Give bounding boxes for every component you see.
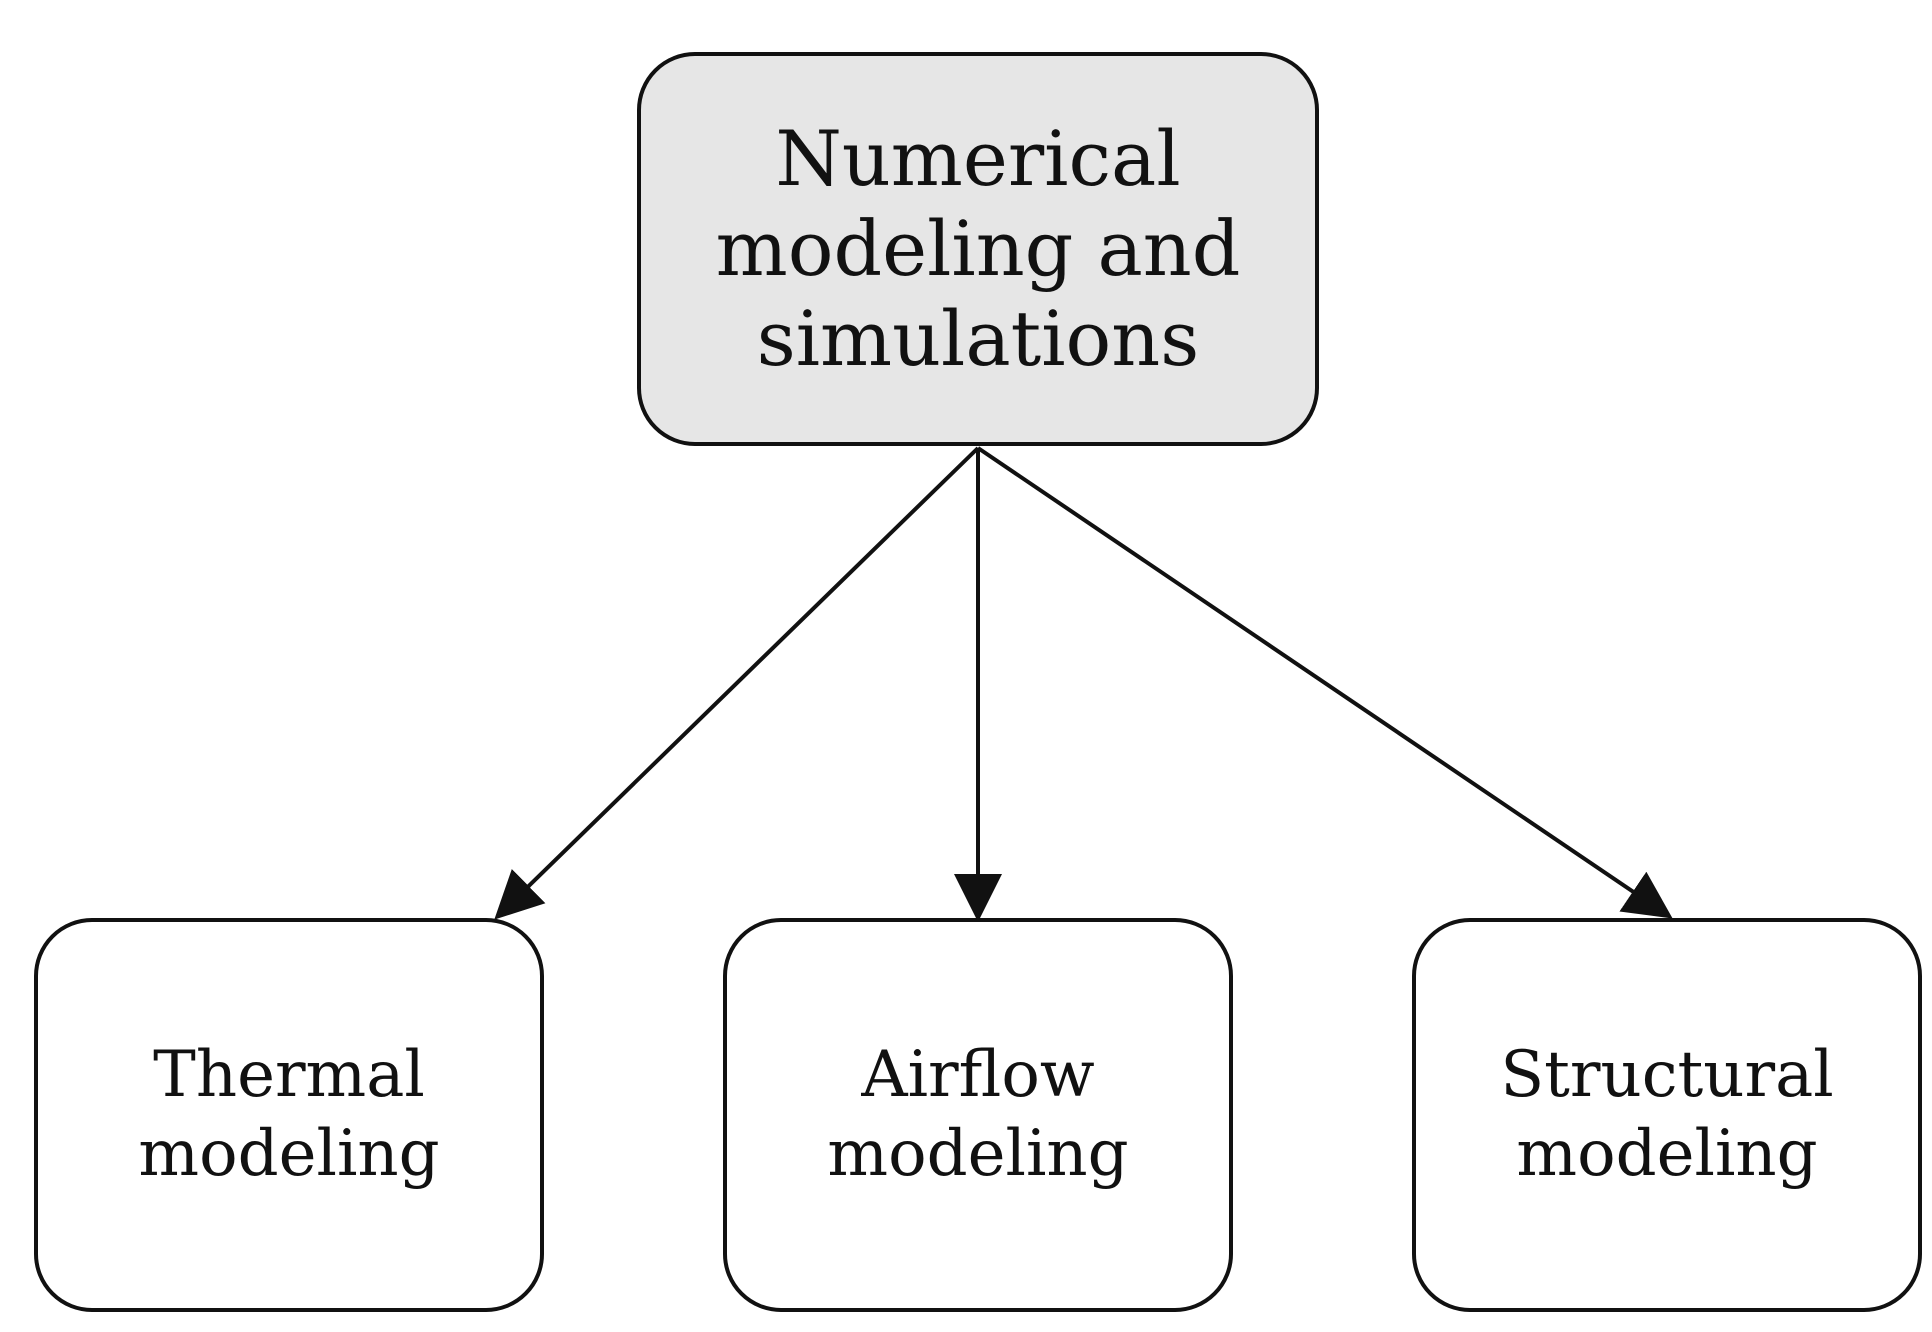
thermal-modeling-label: Thermal modeling [138, 1037, 440, 1191]
thermal-modeling-box: Thermal modeling [34, 918, 544, 1312]
root-node-label: Numerical modeling and simulations [715, 114, 1241, 383]
airflow-modeling-box: Airflow modeling [723, 918, 1233, 1312]
root-node-box: Numerical modeling and simulations [637, 52, 1319, 446]
structural-modeling-box: Structural modeling [1412, 918, 1922, 1312]
structural-modeling-label: Structural modeling [1500, 1037, 1834, 1191]
airflow-modeling-label: Airflow modeling [827, 1037, 1129, 1191]
arrow-root-to-structural [976, 446, 1673, 919]
arrow-root-to-thermal [494, 446, 980, 920]
